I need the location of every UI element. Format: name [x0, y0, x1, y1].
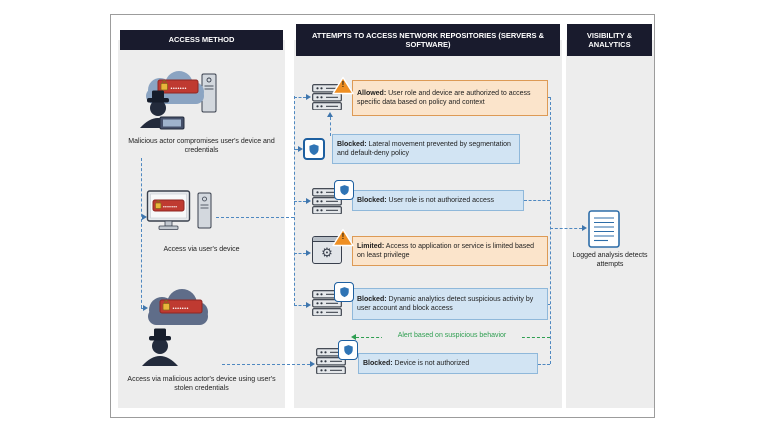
attempt-label: Limited: [357, 242, 385, 250]
connector-actor-devices [141, 158, 142, 308]
shield-icon [334, 180, 354, 200]
connector-row1-out [548, 97, 550, 98]
attempt-label: Blocked: [357, 196, 387, 204]
attempts-header: ATTEMPTS TO ACCESS NETWORK REPOSITORIES … [296, 24, 560, 56]
attempt-limited-box: Limited: Access to application or servic… [352, 236, 548, 266]
malicious-actor-cloud-icon: ••••••• [132, 70, 220, 132]
attempt-label: Allowed: [357, 89, 387, 97]
arrow-row5 [306, 302, 311, 308]
attempt-text: Device is not authorized [394, 359, 470, 367]
attempt-text: User role is not authorized access [388, 196, 494, 204]
attempt-text: User role and device are authorized to a… [357, 89, 531, 106]
malicious-actor-stolen-credentials-icon: ••••••• [132, 284, 220, 370]
server-icon [312, 84, 342, 115]
visibility-header: VISIBILITY & ANALYTICS [567, 24, 652, 56]
attempt-label: Blocked: [363, 359, 393, 367]
arrow-row1 [306, 94, 311, 100]
window-bar [313, 237, 341, 242]
connector-row4-stub [294, 253, 306, 254]
access-method-header: ACCESS METHOD [120, 30, 283, 50]
connector-actor-device-stub [141, 308, 143, 309]
log-document-icon [588, 210, 620, 253]
access-method-caption-2: Access via user's device [163, 246, 240, 253]
warning-icon: ! [332, 76, 354, 95]
attempt-text: Lateral movement prevented by segmentati… [337, 140, 511, 157]
attempt-blocked-analytics-box: Blocked: Dynamic analytics detect suspic… [352, 288, 548, 320]
credential-dots: ••••••• [173, 306, 189, 312]
connector-row3-out [524, 200, 550, 201]
visibility-caption: Logged analysis detects attempts [572, 252, 648, 268]
server-icon [312, 290, 342, 321]
attempt-label: Blocked: [357, 295, 387, 303]
arrow-to-actor-device [143, 305, 148, 311]
connector-row1-stub [294, 97, 306, 98]
attempts-header-label: ATTEMPTS TO ACCESS NETWORK REPOSITORIES … [311, 30, 545, 49]
gear-icon: ⚙ [321, 245, 333, 260]
arrow-lateral-up [327, 112, 333, 117]
arrow-to-log [582, 225, 587, 231]
access-method-caption-3: Access via malicious actor's device usin… [127, 376, 276, 392]
connector-device-to-attempts [216, 217, 294, 218]
software-icon: ⚙ [312, 236, 342, 264]
connector-analytics-spine [550, 97, 551, 364]
attempt-blocked-role-box: Blocked: User role is not authorized acc… [352, 190, 524, 211]
shield-icon [303, 138, 325, 160]
connector-actor-to-row6 [222, 364, 310, 365]
alert-label: Alert based on suspicious behavior [382, 332, 522, 339]
visibility-header-label: VISIBILITY & ANALYTICS [586, 30, 633, 49]
connector-row5-out [548, 304, 550, 305]
access-method-caption-1: Malicious actor compromises user's devic… [128, 138, 275, 154]
arrow-row6 [310, 361, 315, 367]
arrow-row3 [306, 198, 311, 204]
arrow-alert-left [351, 334, 356, 340]
attempt-blocked-device-box: Blocked: Device is not authorized [358, 353, 538, 374]
user-device-icon: ••••••• [146, 188, 214, 242]
credential-dots: ••••••• [163, 205, 177, 211]
access-method-header-label: ACCESS METHOD [168, 35, 235, 45]
connector-row5-stub [294, 305, 306, 306]
attempt-label: Blocked: [337, 140, 367, 148]
attempt-allowed-box: Allowed: User role and device are author… [352, 80, 548, 116]
attempt-text: Dynamic analytics detect suspicious acti… [357, 295, 534, 312]
attempt-text: Access to application or service is limi… [357, 242, 535, 259]
connector-row6-out [538, 364, 550, 365]
connector-row2-stub [294, 149, 298, 150]
shield-icon [334, 282, 354, 302]
shield-icon [338, 340, 358, 360]
arrow-row4 [306, 250, 311, 256]
warning-icon: ! [332, 228, 354, 247]
arrow-row2 [298, 146, 303, 152]
credential-dots: ••••••• [171, 86, 187, 92]
connector-row3-stub [294, 201, 306, 202]
connector-to-log [550, 228, 582, 229]
arrow-to-user-device [142, 214, 147, 220]
connector-lateral-block [330, 117, 331, 136]
attempt-blocked-lateral-box: Blocked: Lateral movement prevented by s… [332, 134, 520, 164]
